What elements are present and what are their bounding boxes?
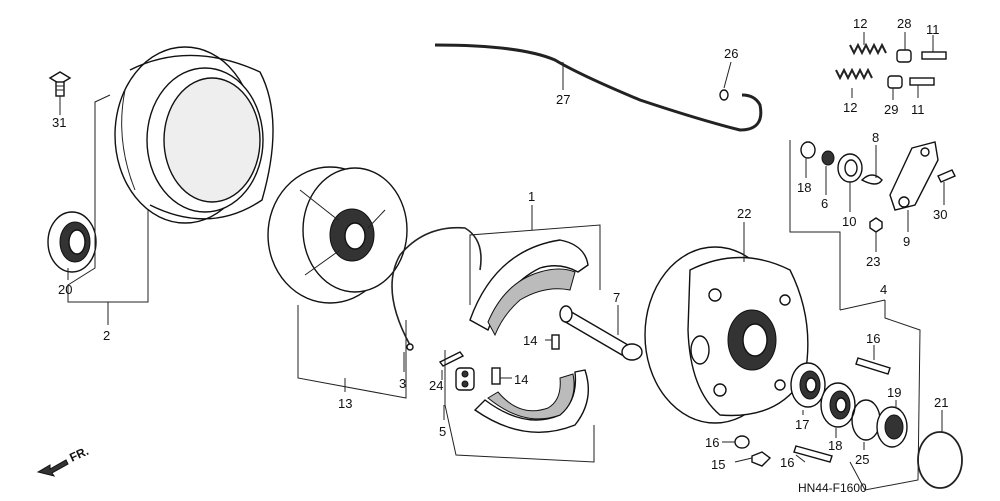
callout-3: 3 (399, 376, 406, 391)
callout-14a: 14 (523, 333, 537, 348)
bolt-part-30 (937, 169, 956, 183)
callout-9: 9 (903, 234, 910, 249)
callout-19: 18 (797, 180, 811, 195)
callout-13: 13 (338, 396, 352, 411)
callout-16a: 16 (866, 331, 880, 346)
callout-23: 22 (737, 206, 751, 221)
callout-26: 25 (855, 452, 869, 467)
callout-17: 16 (705, 435, 719, 450)
leader-lines (59, 32, 945, 491)
callout-8: 8 (872, 130, 879, 145)
callout-29a: 28 (897, 16, 911, 31)
callout-10: 10 (842, 214, 856, 229)
collar-part-29a (896, 49, 912, 63)
bearing-part-18a (790, 362, 826, 408)
oil-seal-part-21 (47, 211, 97, 273)
callout-labels: 31 2 20 13 3 1 5 24 14 14 7 27 26 22 4 1… (52, 16, 948, 472)
callout-15: 15 (711, 457, 725, 472)
stud-part-16b (793, 445, 833, 463)
callout-12a: 12 (853, 16, 867, 31)
nut-part-24 (869, 217, 883, 233)
collar-part-29b (887, 75, 903, 89)
nipple-part-14a (551, 334, 560, 350)
front-arrow-icon (36, 459, 69, 477)
washer-part-6 (821, 150, 835, 166)
diagram-code: HN44-F1600 (798, 481, 867, 495)
callout-27: 26 (724, 46, 738, 61)
callout-25: 24 (429, 378, 443, 393)
o-ring-part-22 (917, 431, 963, 489)
callout-18b: 18 (828, 438, 842, 453)
callout-1: 1 (528, 189, 535, 204)
callout-6: 6 (821, 196, 828, 211)
callout-12b: 12 (843, 100, 857, 115)
callout-11a: 11 (926, 22, 940, 37)
bolt-part-31 (48, 71, 72, 97)
brake-shoe-lower-part-5 (473, 369, 589, 433)
bolt-part-15 (751, 451, 772, 467)
seal-part-10 (837, 153, 863, 183)
front-label: FR. (67, 444, 90, 465)
nipple-part-14b (491, 367, 501, 385)
clip-part-8 (860, 174, 883, 185)
bearing-part-18b (820, 382, 856, 428)
callout-31: 31 (52, 115, 66, 130)
callout-7: 7 (613, 290, 620, 305)
pin-part-25 (438, 351, 475, 391)
callout-30: 30 (933, 207, 947, 222)
brake-shoe-upper-part-1 (469, 239, 589, 337)
washer-part-19 (800, 141, 816, 159)
callout-20: 19 (887, 385, 901, 400)
seal-part-20 (876, 406, 908, 448)
callout-22: 21 (934, 395, 948, 410)
callout-16b: 16 (780, 455, 794, 470)
callout-2: 2 (103, 328, 110, 343)
ring-part-26 (851, 399, 881, 441)
callout-29b: 29 (884, 102, 898, 117)
callout-11b: 11 (911, 102, 925, 117)
callout-14b: 14 (514, 372, 528, 387)
brake-drum-cover-part-2 (114, 46, 274, 224)
callout-21: 20 (58, 282, 72, 297)
brake-drum-part-13 (267, 166, 408, 304)
callout-28: 27 (556, 92, 570, 107)
callout-5: 5 (439, 424, 446, 439)
spring-part-12b (835, 67, 873, 81)
brake-panel-part-23 (644, 246, 809, 424)
brake-arm-part-9 (889, 141, 939, 211)
stud-part-16a (855, 357, 891, 375)
callout-4: 4 (880, 282, 887, 297)
breather-tube-part-28 (434, 43, 763, 132)
spring-part-12a (849, 42, 887, 56)
pin-part-11b (909, 77, 935, 86)
brake-cam-part-7 (559, 305, 643, 361)
spring-ring-part-3 (391, 226, 482, 351)
pin-part-11a (921, 51, 947, 60)
callout-18a: 17 (795, 417, 809, 432)
callout-24: 23 (866, 254, 880, 269)
washer-part-17 (734, 435, 750, 449)
clip-part-27 (719, 89, 729, 101)
